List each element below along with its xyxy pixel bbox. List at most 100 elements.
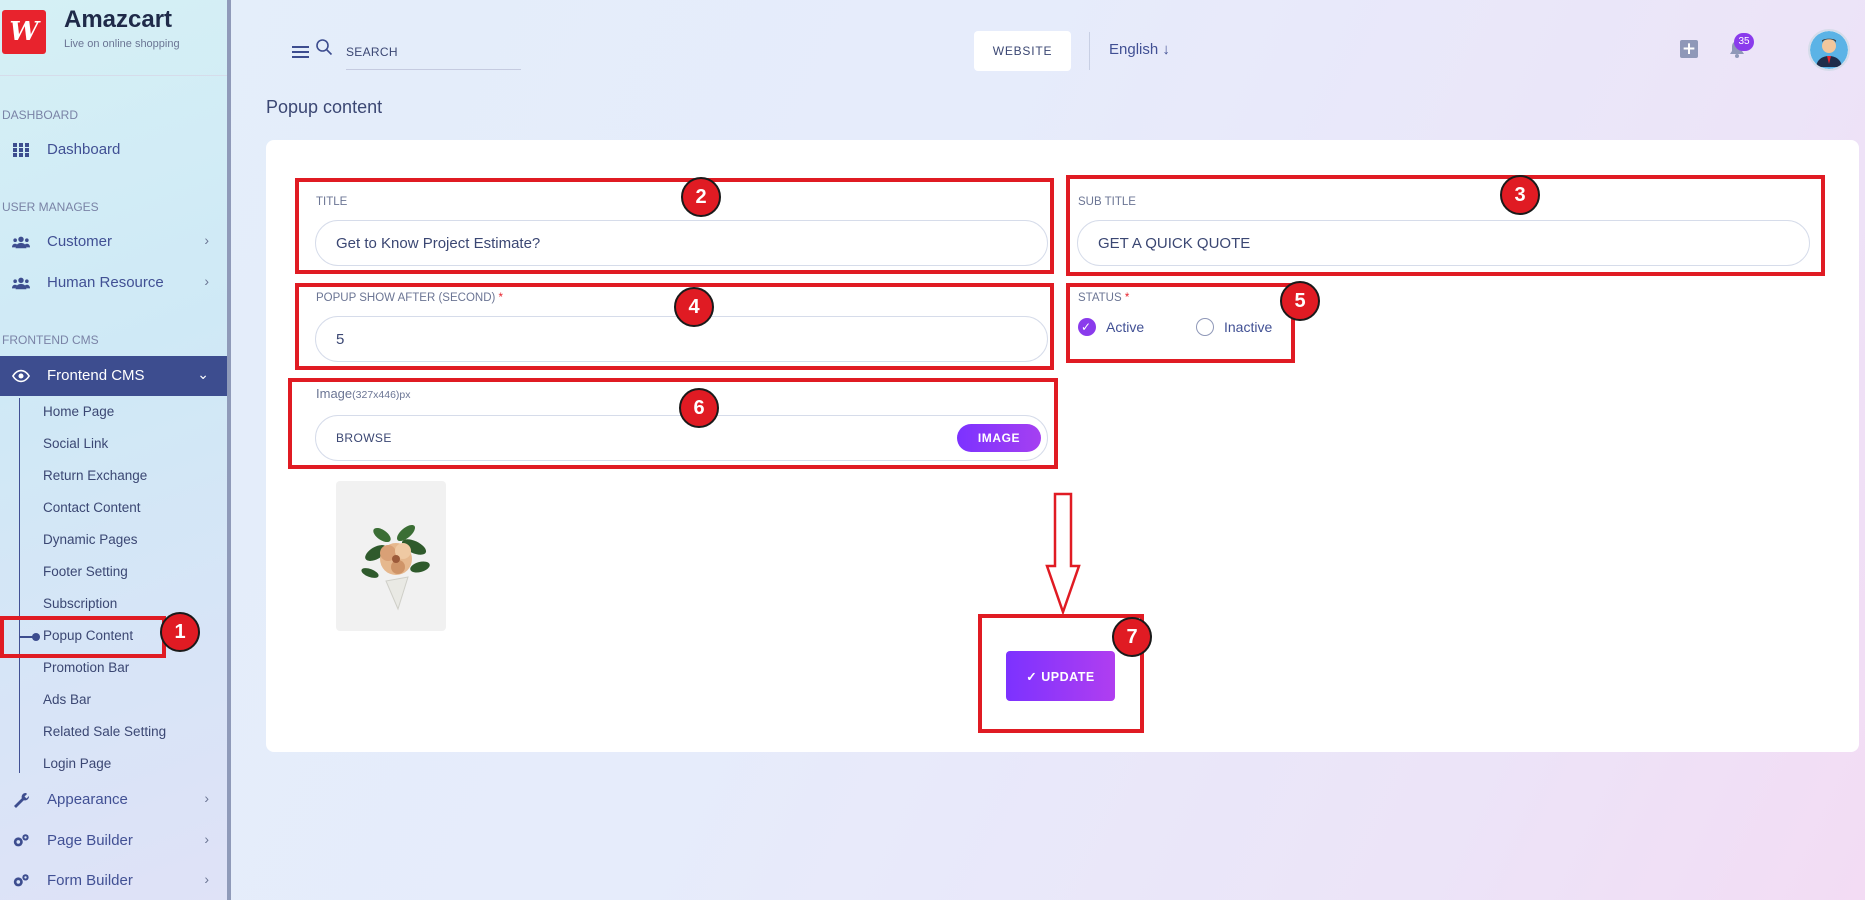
annotation-marker-6: 6 [679,388,719,428]
submenu-login-page[interactable]: Login Page [43,756,112,771]
chevron-right-icon: › [204,871,209,887]
brand-logo[interactable]: W Amazcart Live on online shopping [0,0,227,76]
sidebar-item-label: Form Builder [47,872,133,889]
update-button[interactable]: ✓ UPDATE [1006,651,1115,701]
submenu-dynamic-pages[interactable]: Dynamic Pages [43,532,138,547]
image-label: Image(327x446)px [316,386,411,401]
annotation-marker-3: 3 [1500,175,1540,215]
annotation-marker-5: 5 [1280,281,1320,321]
annotation-marker-1: 1 [160,612,200,652]
sidebar-item-page-builder[interactable]: Page Builder › [0,822,227,860]
chevron-right-icon: › [204,831,209,847]
image-size-hint: (327x446)px [352,389,411,401]
language-select[interactable]: English ↓ [1109,41,1170,58]
popup-after-label: POPUP SHOW AFTER (SECOND) * [316,292,503,304]
notification-badge: 35 [1734,33,1754,51]
submenu-footer-setting[interactable]: Footer Setting [43,564,128,579]
users-icon [12,236,30,249]
status-active-radio[interactable]: Active [1078,318,1144,336]
submenu-social-link[interactable]: Social Link [43,436,109,451]
status-label-text: STATUS [1078,292,1122,304]
submenu-promotion-bar[interactable]: Promotion Bar [43,660,130,675]
sidebar-item-customer[interactable]: Customer › [0,223,227,261]
status-active-label: Active [1106,319,1145,335]
wrench-icon [14,792,30,808]
title-input[interactable] [315,220,1048,266]
title-label: TITLE [316,196,348,208]
status-inactive-label: Inactive [1224,319,1273,335]
annotation-marker-2: 2 [681,177,721,217]
search-input[interactable] [346,34,521,70]
sidebar-item-appearance[interactable]: Appearance › [0,781,227,819]
logo-mark-icon: W [2,10,46,54]
required-mark: * [498,292,504,304]
chevron-right-icon: › [204,273,209,289]
chevron-right-icon: › [204,232,209,248]
hamburger-menu-icon[interactable] [292,46,309,59]
sidebar-item-frontend-cms[interactable]: Frontend CMS ⌄ [0,356,227,396]
gears-icon [13,834,29,847]
annotation-marker-4: 4 [674,287,714,327]
submenu-ads-bar[interactable]: Ads Bar [43,692,92,707]
section-user-manages: USER MANAGES [2,200,99,214]
annotation-box-7 [978,614,1144,733]
submenu-related-sale-setting[interactable]: Related Sale Setting [43,724,167,739]
submenu-subscription[interactable]: Subscription [43,596,118,611]
annotation-box-3 [1066,175,1825,276]
annotation-box-2 [295,178,1054,274]
submenu-popup-content[interactable]: Popup Content [43,628,134,643]
subtitle-input[interactable] [1077,220,1810,266]
sidebar-item-label: Dashboard [47,141,121,158]
sidebar-item-label: Customer [47,233,113,250]
browse-placeholder: BROWSE [336,431,392,445]
status-label: STATUS * [1078,292,1129,304]
website-button[interactable]: WEBSITE [974,31,1071,71]
radio-checked-icon [1078,318,1096,336]
sidebar-item-label: Frontend CMS [47,367,145,384]
avatar[interactable] [1808,29,1850,71]
sidebar-item-label: Page Builder [47,832,133,849]
submenu-home-page[interactable]: Home Page [43,404,115,419]
sidebar-item-label: Appearance [47,791,128,808]
image-preview [336,481,446,631]
annotation-box-1 [0,616,166,658]
radio-unchecked-icon [1196,318,1214,336]
search-icon[interactable] [315,38,333,56]
sidebar-item-dashboard[interactable]: Dashboard [0,131,227,169]
section-frontend-cms: FRONTEND CMS [2,333,99,347]
eye-icon [12,369,30,383]
image-browse-button[interactable]: IMAGE [957,424,1041,452]
active-indicator [19,633,40,641]
image-label-text: Image [316,386,353,401]
annotation-marker-7: 7 [1112,617,1152,657]
submenu-contact-content[interactable]: Contact Content [43,500,141,515]
chevron-right-icon: › [204,790,209,806]
sidebar-item-label: Human Resource [47,274,164,291]
subtitle-label: SUB TITLE [1078,196,1136,208]
annotation-box-6 [288,378,1058,469]
add-icon[interactable]: + [1680,39,1698,59]
gears-icon [13,874,29,887]
arrow-down-annotation [1045,492,1081,614]
popup-after-input[interactable] [315,316,1048,362]
required-mark: * [1124,292,1130,304]
topbar-divider [1089,32,1090,70]
section-dashboard: DASHBOARD [2,108,79,122]
chevron-down-icon: ⌄ [197,366,209,382]
flower-bouquet-image [361,524,430,611]
brand-tagline: Live on online shopping [64,38,180,50]
annotation-box-4 [295,283,1054,370]
submenu-return-exchange[interactable]: Return Exchange [43,468,148,483]
status-inactive-radio[interactable]: Inactive [1196,318,1272,336]
sidebar-item-form-builder[interactable]: Form Builder › [0,862,227,900]
users-icon [12,277,30,290]
sidebar-item-human-resource[interactable]: Human Resource › [0,264,227,302]
user-avatar-icon [1810,31,1848,69]
grid-icon [13,143,29,157]
brand-name: Amazcart [64,6,173,33]
annotation-box-5 [1066,283,1295,363]
page-title: Popup content [266,97,383,117]
submenu-line [19,398,20,773]
sidebar: W Amazcart Live on online shopping DASHB… [0,0,231,900]
popup-after-label-text: POPUP SHOW AFTER (SECOND) [316,292,496,304]
